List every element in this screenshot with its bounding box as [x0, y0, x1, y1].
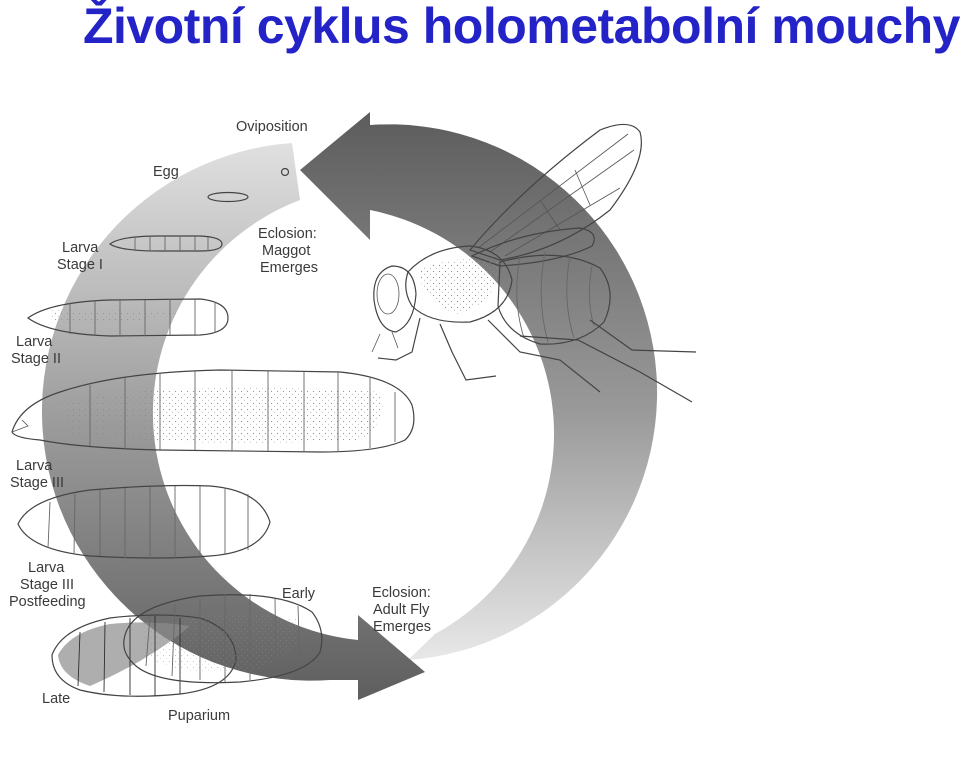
larva-stage-2-illustration [26, 298, 229, 337]
label-larva-3-post-a: Larva [28, 560, 65, 576]
label-egg: Egg [153, 164, 179, 180]
label-larva-2-a: Larva [16, 334, 53, 350]
label-eclosion-adult-3: Emerges [373, 619, 431, 635]
label-larva-2-b: Stage II [11, 351, 61, 367]
larva-stage-3-illustration [11, 369, 415, 453]
larva-stage-1-illustration [108, 235, 223, 252]
slide-title: Životní cyklus holometabolní mouchy [82, 0, 960, 54]
label-eclosion-adult-1: Eclosion: [372, 585, 431, 601]
label-eclosion-maggot-3: Emerges [260, 260, 318, 276]
label-larva-1-a: Larva [62, 240, 99, 256]
label-eclosion-maggot-2: Maggot [262, 243, 310, 259]
cycle-arrow-left [41, 143, 425, 700]
label-oviposition: Oviposition [236, 119, 308, 135]
label-early: Early [282, 586, 316, 602]
label-late: Late [42, 691, 70, 707]
label-larva-3-a: Larva [16, 458, 53, 474]
larva-postfeeding-illustration [17, 484, 271, 559]
puparium-early-illustration [123, 594, 323, 684]
cycle-arrow-right [300, 112, 658, 660]
label-larva-3-post-b: Stage III [20, 577, 74, 593]
label-larva-1-b: Stage I [57, 257, 103, 273]
adult-fly-illustration [371, 123, 697, 403]
label-eclosion-maggot-1: Eclosion: [258, 226, 317, 242]
label-larva-3-b: Stage III [10, 475, 64, 491]
label-eclosion-adult-2: Adult Fly [373, 602, 430, 618]
egg-illustration [207, 167, 290, 203]
label-puparium: Puparium [168, 708, 230, 724]
label-larva-3-post-c: Postfeeding [9, 594, 86, 610]
